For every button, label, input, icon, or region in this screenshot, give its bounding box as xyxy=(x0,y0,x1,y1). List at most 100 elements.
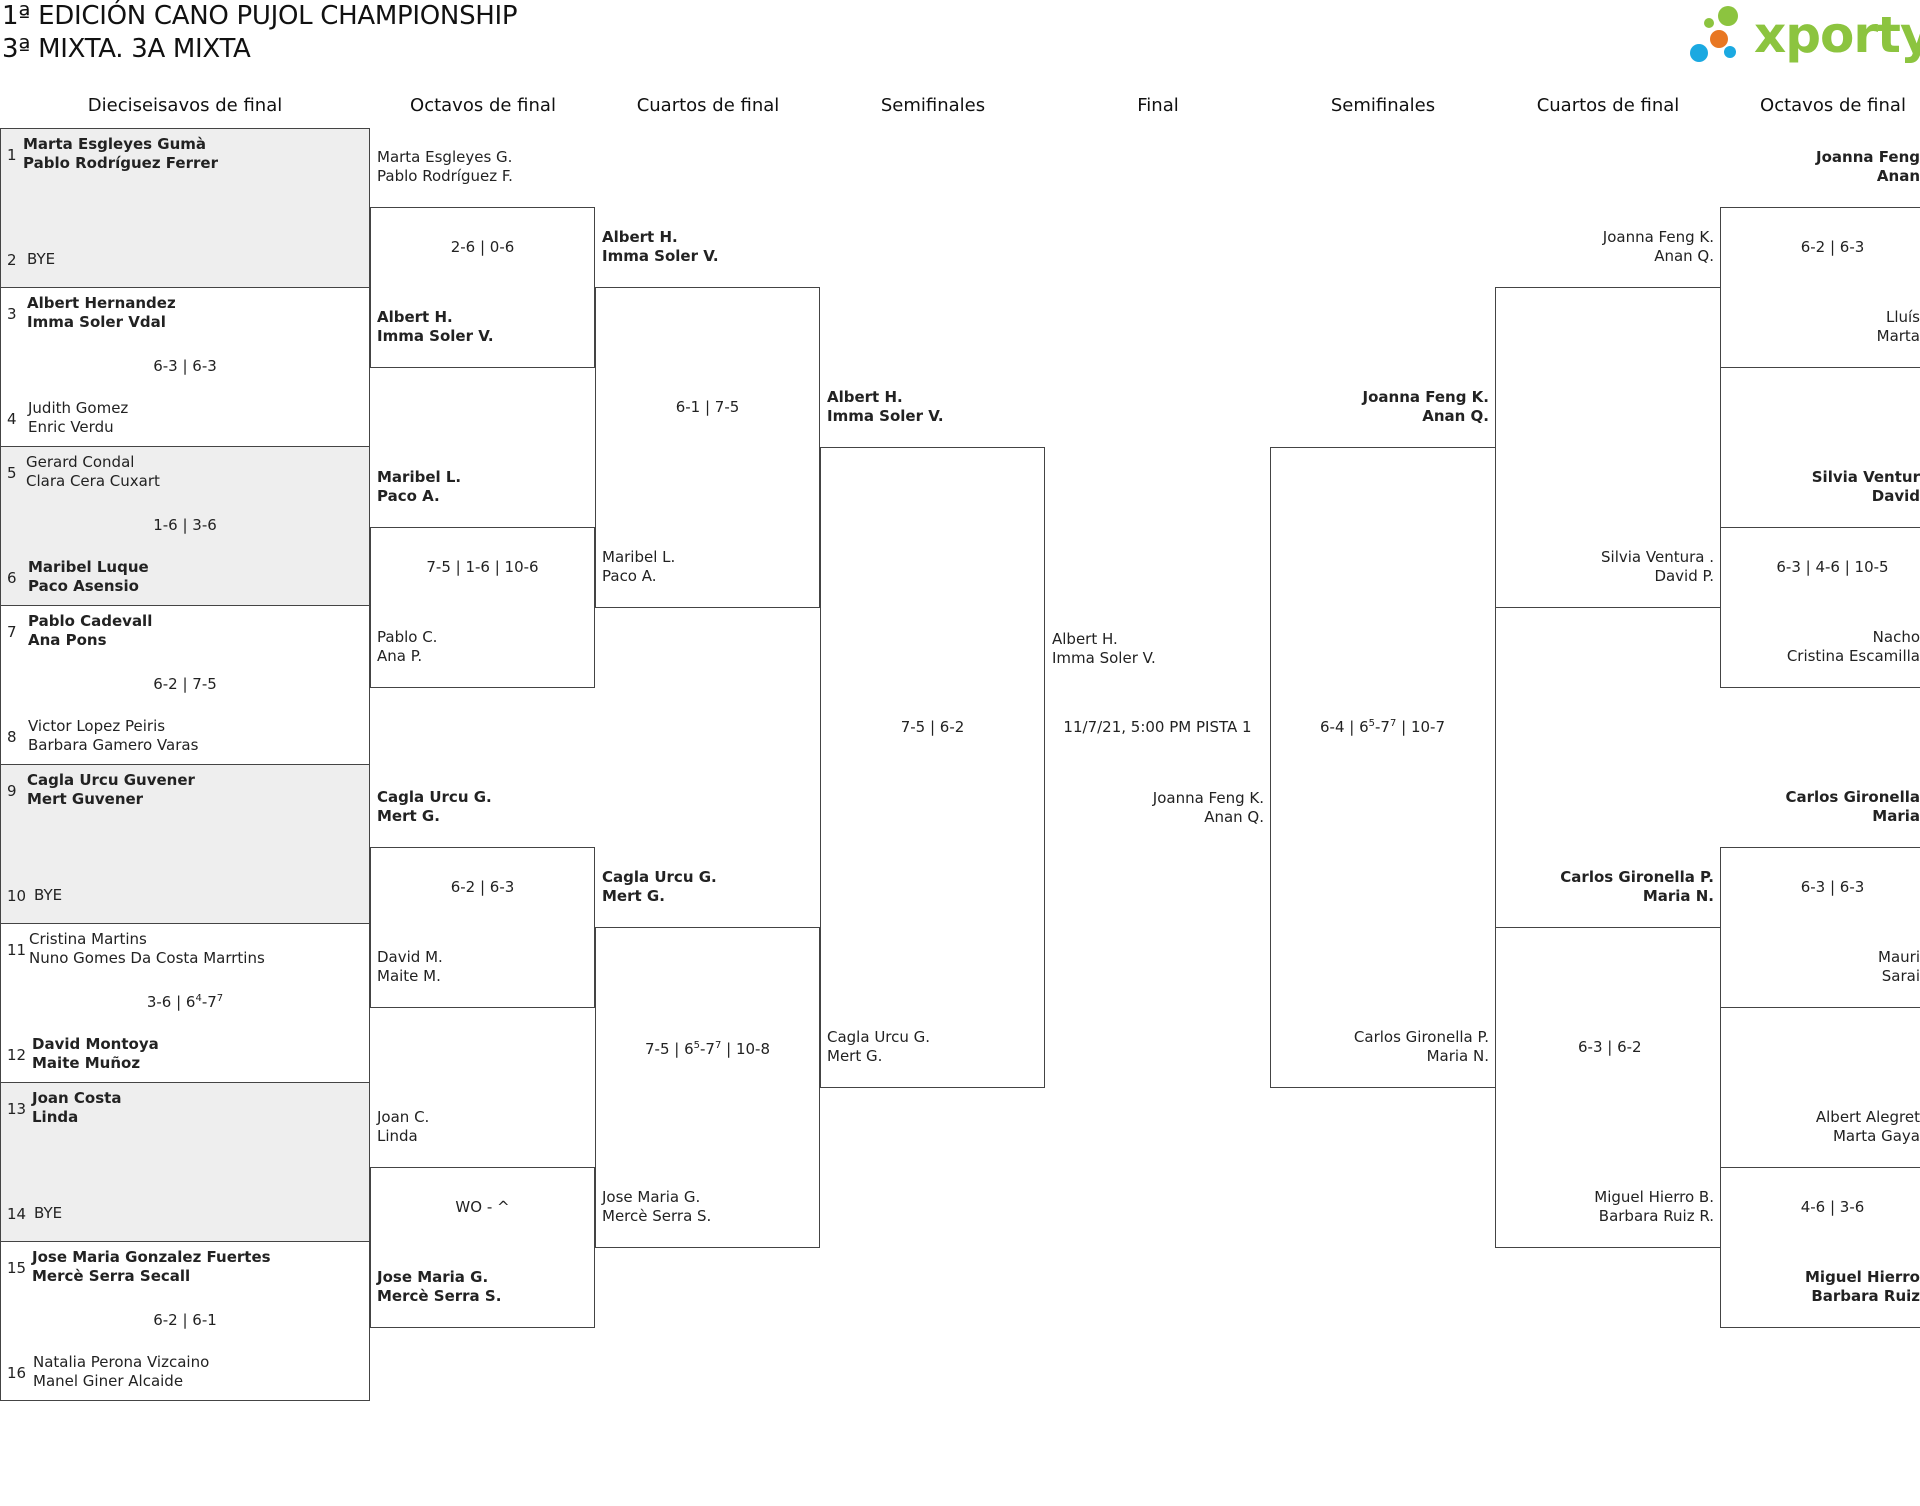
player-name: Pablo Rodríguez F. xyxy=(377,167,513,185)
score-part: -7 xyxy=(700,1040,715,1058)
team-entry: Silvia Ventura .David P. xyxy=(1601,548,1714,586)
player-name: Joanna Feng K. xyxy=(1152,789,1264,807)
player-name: Maria N. xyxy=(1642,887,1714,905)
player-name: Imma Soler V. xyxy=(827,407,944,425)
match-score: 6-1 | 7-5 xyxy=(675,398,740,416)
player-name: Cagla Urcu G. xyxy=(377,788,492,806)
logo-dot-green-small xyxy=(1704,18,1714,28)
player-name: Cristina Escamilla xyxy=(1786,647,1920,665)
seed-number: 11 xyxy=(7,941,27,959)
match-score: 6-4 | 65-77 | 10-7 xyxy=(1270,718,1495,736)
team-entry: Maribel L.Paco A. xyxy=(602,548,675,586)
player-name: Pablo Cadevall xyxy=(28,612,153,630)
r16-connector-right xyxy=(1720,527,1920,688)
team-entry: Joanna Feng K.Anan Q. xyxy=(1603,228,1714,266)
r16-connector-right xyxy=(1720,207,1920,368)
match-score: 6-3 | 6-3 xyxy=(153,357,217,375)
round-header-sf-right: Semifinales xyxy=(1330,95,1436,116)
xporty-logo[interactable]: xporty xyxy=(1690,4,1920,68)
player-name: Cagla Urcu G. xyxy=(827,1028,931,1046)
player-name: Maria xyxy=(1872,807,1920,825)
player-name: Linda xyxy=(32,1108,79,1126)
score-part: -7 xyxy=(1375,718,1390,736)
match-score: 3-6 | 64-77 xyxy=(85,993,285,1011)
match-score: 6-3 | 4-6 | 10-5 xyxy=(1776,558,1889,576)
seed-number: 5 xyxy=(7,464,17,482)
player-name: Joan Costa xyxy=(32,1089,122,1107)
player-name: Gerard Condal xyxy=(26,453,135,471)
tiebreak-score: 7 xyxy=(714,1040,722,1051)
tiebreak-score: 7 xyxy=(1389,718,1397,729)
match-score: 7-5 | 6-2 xyxy=(900,718,965,736)
team-entry: Cagla Urcu G.Mert G. xyxy=(827,1028,930,1066)
team-entry: David M.Maite M. xyxy=(377,948,443,986)
player-name: Barbara Ruiz xyxy=(1811,1287,1920,1305)
qf-connector xyxy=(595,927,820,1248)
player-name: David Montoya xyxy=(32,1035,159,1053)
player-name: Anan Q. xyxy=(1422,407,1489,425)
score-part: 6-4 | 6 xyxy=(1320,718,1369,736)
player-name: Albert H. xyxy=(827,388,903,406)
player-name: David xyxy=(1871,487,1920,505)
player-name: Imma Soler Vdal xyxy=(27,313,166,331)
team-entry: Maribel L.Paco A. xyxy=(377,468,461,506)
player-name: Anan Q. xyxy=(1204,808,1264,826)
player-name: Paco Asensio xyxy=(28,577,139,595)
round-header-r16-right: Octavos de final xyxy=(1760,95,1906,116)
tiebreak-score: 5 xyxy=(1368,718,1376,729)
player-name: Marta xyxy=(1876,327,1920,345)
player-name: Carlos Gironella P. xyxy=(1560,868,1714,886)
seed-number: 8 xyxy=(7,728,17,746)
seed-number: 9 xyxy=(7,782,17,800)
r16-connector-right xyxy=(1720,847,1920,1008)
team-entry: Marta Esgleyes G.Pablo Rodríguez F. xyxy=(377,148,513,186)
player-name: Paco A. xyxy=(377,487,440,505)
player-name: Victor Lopez Peiris xyxy=(28,717,166,735)
player-name: Pablo Rodríguez Ferrer xyxy=(23,154,218,172)
player-name: Pablo C. xyxy=(377,628,438,646)
player-name: Mert Guvener xyxy=(27,790,144,808)
finalist-left: Albert H.Imma Soler V. xyxy=(1052,630,1156,668)
team-entry: Albert H.Imma Soler V. xyxy=(827,388,944,426)
player-name: Mert G. xyxy=(602,887,665,905)
r16-connector xyxy=(370,1167,595,1328)
match-score: 7-5 | 65-77 | 10-8 xyxy=(595,1040,820,1058)
r32-match-5 xyxy=(0,764,370,924)
round-header-sf: Semifinales xyxy=(880,95,986,116)
player-name: Nacho xyxy=(1872,628,1920,646)
match-score: 6-2 | 7-5 xyxy=(153,675,217,693)
tiebreak-score: 4 xyxy=(195,993,202,1004)
team-entry: Carlos Gironella P.Maria N. xyxy=(1560,868,1714,906)
player-name: Anan xyxy=(1876,167,1920,185)
team-entry: Jose Maria G.Mercè Serra S. xyxy=(377,1268,501,1306)
bye-label: BYE xyxy=(34,1204,63,1222)
team-entry: Pablo C.Ana P. xyxy=(377,628,437,666)
player-name: Miguel Hierro B. xyxy=(1594,1188,1714,1206)
player-name: Joanna Feng K. xyxy=(1602,228,1714,246)
player-name: Joan C. xyxy=(377,1108,430,1126)
seed-number: 7 xyxy=(7,623,17,641)
r16-connector xyxy=(370,847,595,1008)
sf-connector xyxy=(820,447,1045,1088)
player-name: Maribel L. xyxy=(377,468,462,486)
player-name: Barbara Gamero Varas xyxy=(28,736,199,754)
player-name: Nuno Gomes Da Costa Marrtins xyxy=(29,949,265,967)
sf-connector-right xyxy=(1270,447,1496,1088)
player-name: Jose Maria G. xyxy=(377,1268,489,1286)
player-name: Cristina Martins xyxy=(29,930,147,948)
player-name: Cagla Urcu Guvener xyxy=(27,771,195,789)
seed-number: 15 xyxy=(7,1259,27,1277)
team-entry: Miguel Hierro B.Barbara Ruiz R. xyxy=(1594,1188,1714,1226)
seed-number: 12 xyxy=(7,1046,27,1064)
player-name: Jose Maria G. xyxy=(602,1188,701,1206)
logo-dot-green-large xyxy=(1718,6,1738,26)
player-name: Maria N. xyxy=(1426,1047,1489,1065)
